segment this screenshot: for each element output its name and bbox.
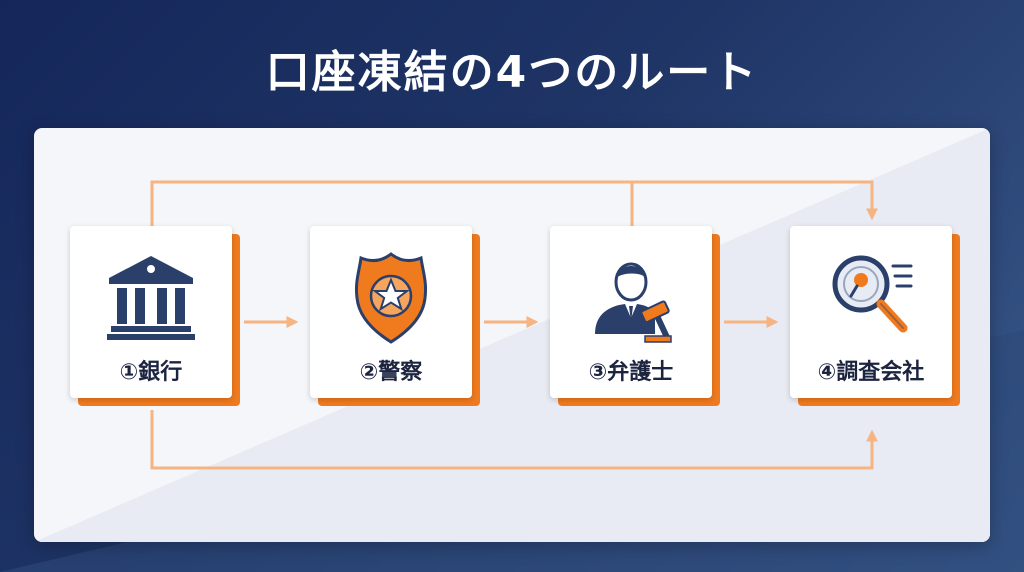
step-label-lawyer: ③弁護士 (588, 360, 674, 385)
card-face: ②警察 (310, 226, 472, 398)
step-label-police: ②警察 (359, 360, 423, 385)
card-face: ①銀行 (70, 226, 232, 398)
police-badge-icon (355, 252, 427, 344)
step-card-lawyer: ③弁護士 (550, 226, 720, 406)
bank-icon (107, 256, 195, 340)
magnifier-report-icon (832, 255, 913, 333)
step-card-police: ②警察 (310, 226, 480, 406)
step-label-bank: ①銀行 (119, 360, 183, 385)
lawyer-gavel-icon (595, 262, 672, 343)
page-title: 口座凍結の4つのルート (265, 47, 759, 98)
arrow-bank-to-research-bottom (150, 410, 878, 470)
step-card-research: ④調査会社 (790, 226, 960, 406)
arrow-bank-to-research-top (150, 180, 878, 226)
panel-shade (34, 128, 990, 542)
connector-arrows (150, 180, 878, 470)
step-card-bank: ①銀行 (70, 226, 240, 406)
card-face: ③弁護士 (550, 226, 712, 398)
card-face: ④調査会社 (790, 226, 952, 398)
diagram-panel: ①銀行 ②警察 (34, 128, 990, 542)
step-label-research: ④調査会社 (817, 360, 925, 385)
